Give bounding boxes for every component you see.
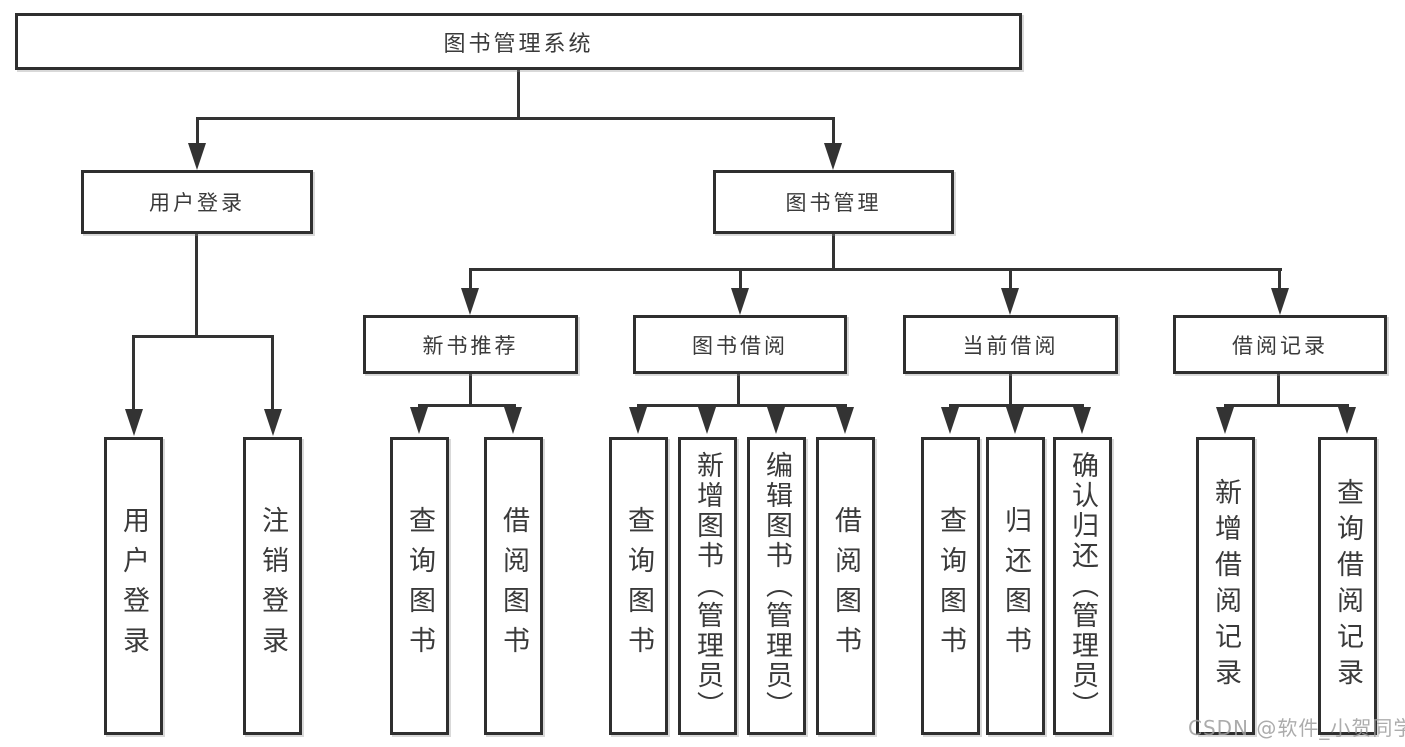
leaf-label: 借阅图书 bbox=[830, 506, 862, 666]
connector-line bbox=[517, 68, 520, 120]
connector-line bbox=[637, 404, 847, 407]
arrow-down-icon bbox=[698, 407, 716, 434]
arrow-down-icon bbox=[1006, 407, 1024, 434]
leaf-label: 查询图书 bbox=[404, 506, 436, 666]
arrow-down-icon bbox=[941, 407, 959, 434]
node-library-management-system: 图书管理系统 bbox=[15, 13, 1022, 70]
arrow-down-icon bbox=[1073, 407, 1091, 434]
node-book-management: 图书管理 bbox=[713, 170, 954, 234]
connector-line bbox=[132, 335, 135, 412]
connector-line bbox=[195, 233, 198, 337]
arrow-down-icon bbox=[731, 288, 749, 315]
node-borrow-records: 借阅记录 bbox=[1173, 315, 1387, 374]
arrow-down-icon bbox=[767, 407, 785, 434]
node-new-book-recommend: 新书推荐 bbox=[363, 315, 578, 374]
leaf-label: 确认归还（管理员） bbox=[1067, 451, 1099, 721]
leaf-borrow-books-borrowing: 借阅图书 bbox=[816, 437, 875, 735]
leaf-logout-login: 注销登录 bbox=[243, 437, 302, 735]
connector-line bbox=[1009, 373, 1012, 407]
node-user-login: 用户登录 bbox=[81, 170, 313, 234]
leaf-label: 用户登录 bbox=[118, 506, 150, 666]
arrow-down-icon bbox=[1216, 407, 1234, 434]
connector-line bbox=[832, 233, 835, 271]
node-label: 新书推荐 bbox=[422, 333, 519, 358]
leaf-label: 查询图书 bbox=[935, 506, 967, 666]
node-label: 当前借阅 bbox=[962, 333, 1059, 358]
connector-line bbox=[271, 335, 274, 412]
leaf-borrow-books-recommend: 借阅图书 bbox=[484, 437, 543, 735]
connector-line bbox=[196, 117, 835, 120]
connector-line bbox=[132, 335, 274, 338]
connector-line bbox=[418, 404, 516, 407]
connector-line bbox=[1278, 268, 1281, 293]
leaf-return-books: 归还图书 bbox=[986, 437, 1045, 735]
node-label: 图书管理 bbox=[785, 191, 882, 215]
arrow-down-icon bbox=[824, 143, 842, 170]
leaf-query-books-current: 查询图书 bbox=[921, 437, 980, 735]
node-book-borrowing: 图书借阅 bbox=[633, 315, 847, 374]
leaf-query-borrow-record: 查询借阅记录 bbox=[1318, 437, 1377, 735]
connector-line bbox=[196, 117, 199, 150]
arrow-down-icon bbox=[836, 407, 854, 434]
node-current-borrowing: 当前借阅 bbox=[903, 315, 1118, 374]
arrow-down-icon bbox=[1271, 288, 1289, 315]
connector-line bbox=[949, 404, 1084, 407]
arrow-down-icon bbox=[629, 407, 647, 434]
arrow-down-icon bbox=[125, 409, 143, 436]
arrow-down-icon bbox=[1338, 407, 1356, 434]
leaf-add-borrow-record: 新增借阅记录 bbox=[1196, 437, 1255, 735]
leaf-label: 新增图书（管理员） bbox=[692, 451, 724, 721]
leaf-label: 借阅图书 bbox=[498, 506, 530, 666]
connector-line bbox=[1277, 373, 1280, 407]
leaf-user-login: 用户登录 bbox=[104, 437, 163, 735]
arrow-down-icon bbox=[264, 409, 282, 436]
leaf-label: 新增借阅记录 bbox=[1210, 478, 1242, 694]
connector-line bbox=[737, 373, 740, 407]
arrow-down-icon bbox=[461, 288, 479, 315]
connector-line bbox=[832, 117, 835, 150]
leaf-add-book-admin: 新增图书（管理员） bbox=[678, 437, 737, 735]
connector-line bbox=[1224, 404, 1349, 407]
connector-line bbox=[739, 268, 742, 293]
connector-line bbox=[469, 373, 472, 407]
leaf-query-books-borrowing: 查询图书 bbox=[609, 437, 668, 735]
leaf-label: 归还图书 bbox=[1000, 506, 1032, 666]
node-label: 用户登录 bbox=[149, 191, 245, 215]
node-label: 图书借阅 bbox=[692, 333, 788, 358]
leaf-label: 注销登录 bbox=[257, 506, 289, 666]
leaf-label: 查询借阅记录 bbox=[1332, 478, 1364, 694]
csdn-watermark: CSDN @软件_小贺同学 bbox=[1188, 716, 1405, 740]
arrow-down-icon bbox=[504, 407, 522, 434]
leaf-edit-book-admin: 编辑图书（管理员） bbox=[747, 437, 806, 735]
arrow-down-icon bbox=[188, 143, 206, 170]
leaf-label: 查询图书 bbox=[623, 506, 655, 666]
leaf-label: 编辑图书（管理员） bbox=[761, 451, 793, 721]
arrow-down-icon bbox=[410, 407, 428, 434]
node-label: 图书管理系统 bbox=[443, 31, 594, 57]
connector-line bbox=[469, 268, 472, 293]
arrow-down-icon bbox=[1001, 288, 1019, 315]
node-label: 借阅记录 bbox=[1232, 333, 1328, 358]
leaf-query-books-recommend: 查询图书 bbox=[390, 437, 449, 735]
leaf-confirm-return-admin: 确认归还（管理员） bbox=[1053, 437, 1112, 735]
connector-line bbox=[1009, 268, 1012, 293]
connector-line bbox=[469, 268, 1282, 271]
